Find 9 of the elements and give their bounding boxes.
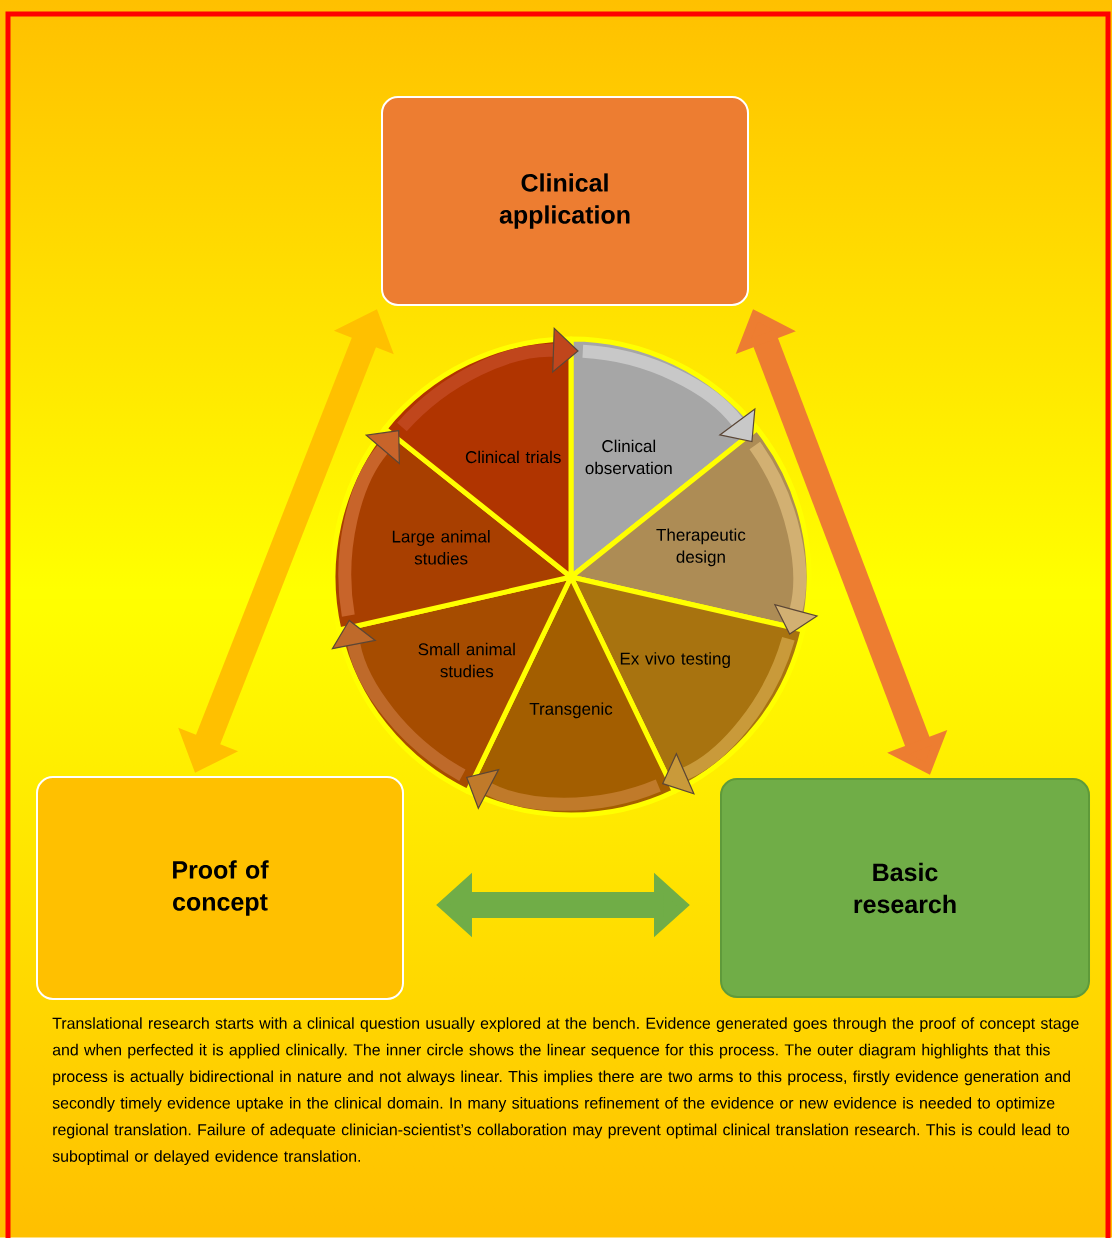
curved-arrow bbox=[331, 619, 466, 781]
stage-box: Clinical application bbox=[381, 96, 749, 306]
stage-box: Basic research bbox=[720, 778, 1090, 998]
curved-arrow bbox=[338, 430, 400, 617]
curved-arrow bbox=[749, 441, 819, 635]
stage-box: Proof of concept bbox=[36, 776, 404, 1000]
curved-arrow bbox=[397, 327, 579, 432]
curved-arrow bbox=[582, 344, 756, 443]
caption: Translational research starts with a clinical question usually explored at the bench. Evidence generated goes through the proof of concept stage and when perfected it is applied clinically. The inner circle shows the linear sequence for this process. The outer diagram highlights that this process is actually bidirectional in nature and not always linear. This implies there are two arms to this process, firstly evidence generation and secondly timely evidence uptake in the clinical domain. In many situations refinement of the evidence or new evidence is needed to optimize regional translation. Failure of adequate clinician-scientist’s collaboration may prevent optimal clinical translation research. This is could lead to suboptimal or delayed evidence translation. bbox=[52, 1017, 1079, 1165]
